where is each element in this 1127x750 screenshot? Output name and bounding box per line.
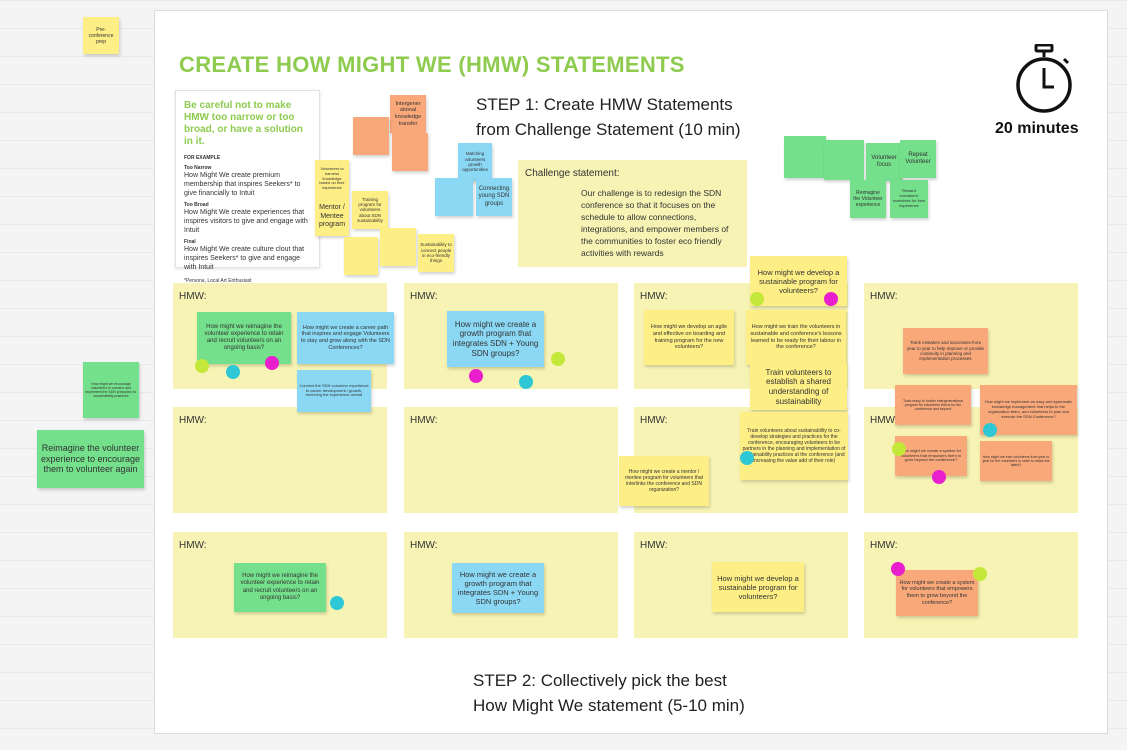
vote-dot-teal[interactable] xyxy=(330,596,344,610)
note-r3-yellow[interactable]: How might we develop a sustainable progr… xyxy=(712,562,804,612)
sticky-mentor[interactable]: Mentor / Mentee program xyxy=(315,198,349,236)
sticky-training[interactable]: Training program for volunteers about SD… xyxy=(352,191,388,229)
note-r1-track[interactable]: Track mistakes and successes from year t… xyxy=(903,328,988,374)
example-final-text: How Might We create culture clout that i… xyxy=(184,246,305,271)
note-r1-green[interactable]: How might we reimagine the volunteer exp… xyxy=(197,312,291,364)
example-narrow-label: Too Narrow xyxy=(184,165,212,171)
vote-dot-teal[interactable] xyxy=(740,451,754,465)
note-r2-system[interactable]: How might we create a system for volunte… xyxy=(895,436,967,476)
step2-line-2: How Might We statement (5-10 min) xyxy=(473,696,745,715)
vote-dot-lime[interactable] xyxy=(195,359,209,373)
sticky-connecting[interactable]: Connecting young SDN groups xyxy=(476,178,512,216)
sticky-intergen[interactable]: Intergener ational knowledge transfer xyxy=(390,95,426,133)
sticky-vol-focus[interactable]: Volunteer focus xyxy=(866,143,902,181)
example-narrow-text: How Might We create premium membership t… xyxy=(184,172,301,197)
note-r2-implement[interactable]: How might we implement an easy and syste… xyxy=(980,385,1077,435)
hmw-label: HMW: xyxy=(870,291,898,302)
step1-line-2: from Challenge Statement (10 min) xyxy=(476,120,741,139)
example-broad-label: Too Broad xyxy=(184,202,209,208)
sticky-lines-yellow-2[interactable] xyxy=(380,228,416,266)
note-r2-train-more[interactable]: How might we train volunteers from year … xyxy=(980,441,1052,481)
pre-conference-note[interactable]: Pre-conference prep xyxy=(83,17,119,54)
sticky-sustain[interactable]: Sustainability to connect people in eco-… xyxy=(418,234,454,272)
note-r2-tools[interactable]: Tools ready to further intergenerational… xyxy=(895,385,971,425)
step1-heading: STEP 1: Create HMW Statements from Chall… xyxy=(476,92,741,142)
sticky-vol-incentive[interactable]: Reward volunteers' incentives for their … xyxy=(890,180,928,218)
vote-dot-lime[interactable] xyxy=(892,442,906,456)
hmw-label: HMW: xyxy=(640,291,668,302)
note-r2-mentor[interactable]: How might we create a mentor / mentee pr… xyxy=(619,456,709,506)
sticky-lines-orange-2[interactable] xyxy=(392,133,428,171)
sticky-lines-green-2[interactable] xyxy=(824,140,864,180)
vote-dot-lime[interactable] xyxy=(973,567,987,581)
note-r1-growth[interactable]: How might we create a growth program tha… xyxy=(447,311,544,367)
vote-dot-teal[interactable] xyxy=(983,423,997,437)
step2-line-1: STEP 2: Collectively pick the best xyxy=(473,671,727,690)
note-r1-train-short[interactable]: Train volunteers to establish a shared u… xyxy=(750,364,847,410)
sticky-vols-prior[interactable]: Volunteers to harness knowledge based on… xyxy=(315,160,349,198)
vote-dot-pink[interactable] xyxy=(265,356,279,370)
hmw-label: HMW: xyxy=(179,540,207,551)
timer-label: 20 minutes xyxy=(995,120,1079,137)
side-green-big[interactable]: Reimagine the volunteer experience to en… xyxy=(37,430,144,488)
note-r1-connect[interactable]: Connect the SDN volunteer experience to … xyxy=(297,370,371,412)
note-r3-orange[interactable]: How might we create a system for volunte… xyxy=(896,570,978,616)
vote-dot-pink[interactable] xyxy=(891,562,905,576)
vote-dot-pink[interactable] xyxy=(824,292,838,306)
vote-dot-pink[interactable] xyxy=(932,470,946,484)
sticky-lines-yellow-1[interactable] xyxy=(344,237,378,275)
challenge-label: Challenge statement: xyxy=(525,168,620,179)
note-r1-sustainable[interactable]: How might we develop a sustainable progr… xyxy=(750,256,847,306)
hmw-label: HMW: xyxy=(179,291,207,302)
side-green-small[interactable]: How might we encourage volunteers to con… xyxy=(83,362,139,418)
note-r1-career[interactable]: How might we create a career path that i… xyxy=(297,312,394,364)
challenge-statement[interactable]: Challenge statement: Our challenge is to… xyxy=(518,160,747,267)
vote-dot-teal[interactable] xyxy=(226,365,240,379)
example-card[interactable]: Be careful not to make HMW too narrow or… xyxy=(175,90,320,284)
vote-dot-lime[interactable] xyxy=(750,292,764,306)
sticky-repeat[interactable]: Repeat Volunteer xyxy=(900,140,936,178)
step1-line-1: STEP 1: Create HMW Statements xyxy=(476,95,733,114)
board-title: CREATE HOW MIGHT WE (HMW) STATEMENTS xyxy=(179,52,685,77)
hmw-label: HMW: xyxy=(179,415,207,426)
example-persona: *Persona, Local Art Enthusiast xyxy=(184,278,252,284)
step2-heading: STEP 2: Collectively pick the best How M… xyxy=(473,668,745,718)
sticky-lines-orange-1[interactable] xyxy=(353,117,389,155)
sticky-lines-green-1[interactable] xyxy=(784,136,826,178)
note-r2-train-long[interactable]: Train volunteers about sustainability to… xyxy=(740,412,848,480)
sticky-matching[interactable]: Matching volunteers growth opportunities xyxy=(458,143,492,181)
example-broad-text: How Might We create experiences that ins… xyxy=(184,209,308,234)
hmw-label: HMW: xyxy=(410,415,438,426)
hmw-label: HMW: xyxy=(410,540,438,551)
hmw-label: HMW: xyxy=(870,540,898,551)
note-r3-blue[interactable]: How might we create a growth program tha… xyxy=(452,563,544,613)
note-r3-green[interactable]: How might we reimagine the volunteer exp… xyxy=(234,563,326,612)
hmw-box-r2c2[interactable]: HMW: xyxy=(404,407,618,513)
hmw-label: HMW: xyxy=(640,415,668,426)
vote-dot-lime[interactable] xyxy=(551,352,565,366)
sticky-reimagine[interactable]: Reimagine the Volunteer experience xyxy=(850,180,886,218)
hmw-label: HMW: xyxy=(870,415,898,426)
sticky-lines-blue[interactable] xyxy=(435,178,473,216)
stopwatch-icon xyxy=(1015,44,1073,114)
hmw-label: HMW: xyxy=(410,291,438,302)
vote-dot-pink[interactable] xyxy=(469,369,483,383)
vote-dot-teal[interactable] xyxy=(519,375,533,389)
hmw-box-r2c1[interactable]: HMW: xyxy=(173,407,387,513)
example-for-example: FOR EXAMPLE xyxy=(184,155,221,161)
challenge-text: Our challenge is to redesign the SDN con… xyxy=(581,188,729,258)
example-heading: Be careful not to make HMW too narrow or… xyxy=(184,100,303,147)
example-final-label: Final xyxy=(184,239,196,245)
note-r1-agile[interactable]: How might we develop an agile and effect… xyxy=(644,310,734,365)
hmw-label: HMW: xyxy=(640,540,668,551)
note-r1-train[interactable]: How might we train the volunteers in sus… xyxy=(746,310,846,365)
